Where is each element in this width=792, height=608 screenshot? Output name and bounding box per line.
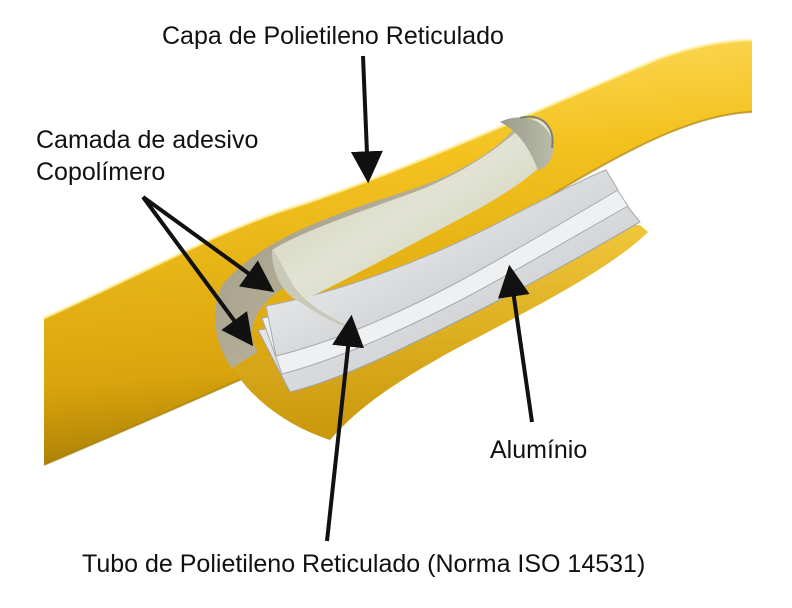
- arrow-adhesive-lower: [141, 195, 254, 347]
- arrow-aluminum: [497, 264, 534, 423]
- peeled-outer-layer-flap: [232, 225, 648, 440]
- inner-pipe: [272, 115, 554, 330]
- arrow-adhesive-upper: [141, 195, 275, 293]
- label-adhesive-line2: Copolímero: [36, 158, 165, 186]
- label-aluminum: Alumínio: [490, 436, 587, 464]
- callout-arrows: [141, 55, 534, 542]
- arrow-outer-layer: [350, 55, 383, 184]
- label-inner-pipe: Tubo de Polietileno Reticulado (Norma IS…: [82, 550, 645, 578]
- arrow-inner-pipe: [325, 314, 365, 542]
- outer-yellow-pipe: [43, 38, 753, 466]
- label-adhesive-line1: Camada de adesivo: [36, 126, 258, 154]
- label-outer-layer: Capa de Polietileno Reticulado: [162, 22, 504, 50]
